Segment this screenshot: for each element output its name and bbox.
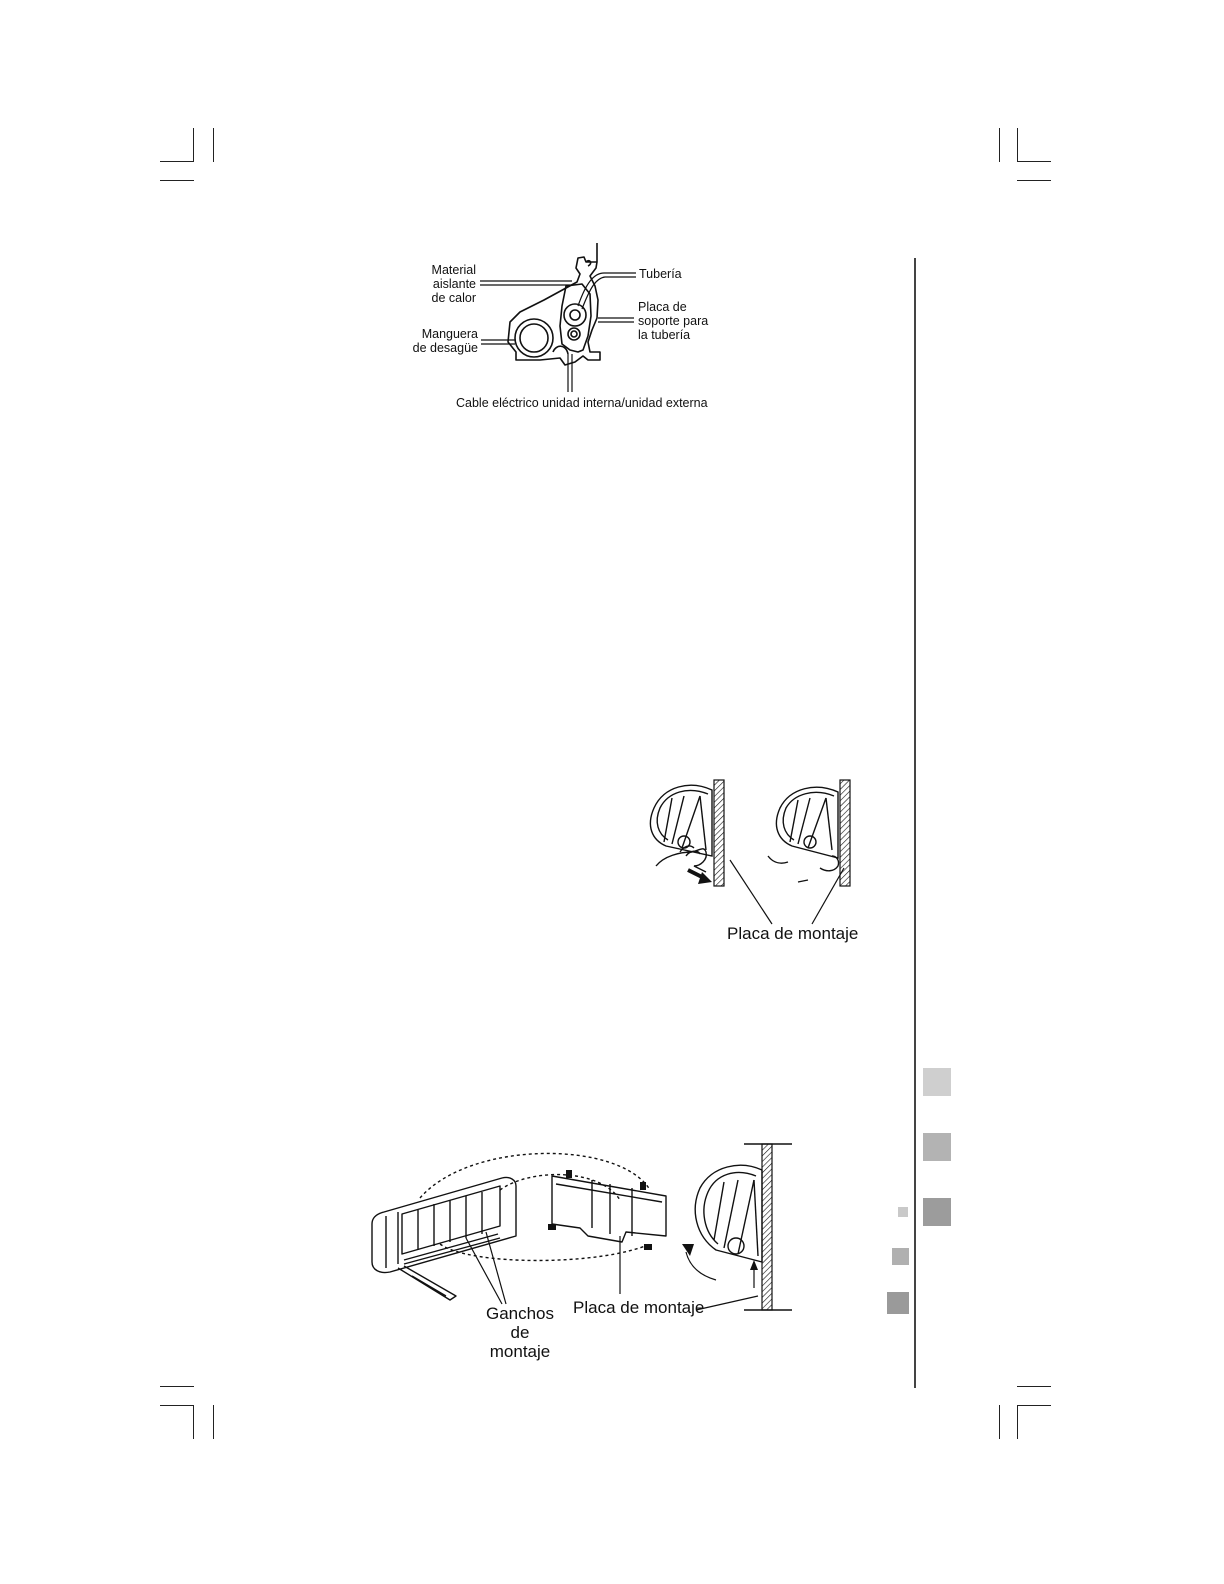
label-line: Ganchos: [478, 1304, 562, 1323]
label-ganchos: Ganchos de montaje: [478, 1304, 562, 1361]
label-placa-montaje: Placa de montaje: [573, 1298, 704, 1317]
label-line: de montaje: [478, 1323, 562, 1361]
